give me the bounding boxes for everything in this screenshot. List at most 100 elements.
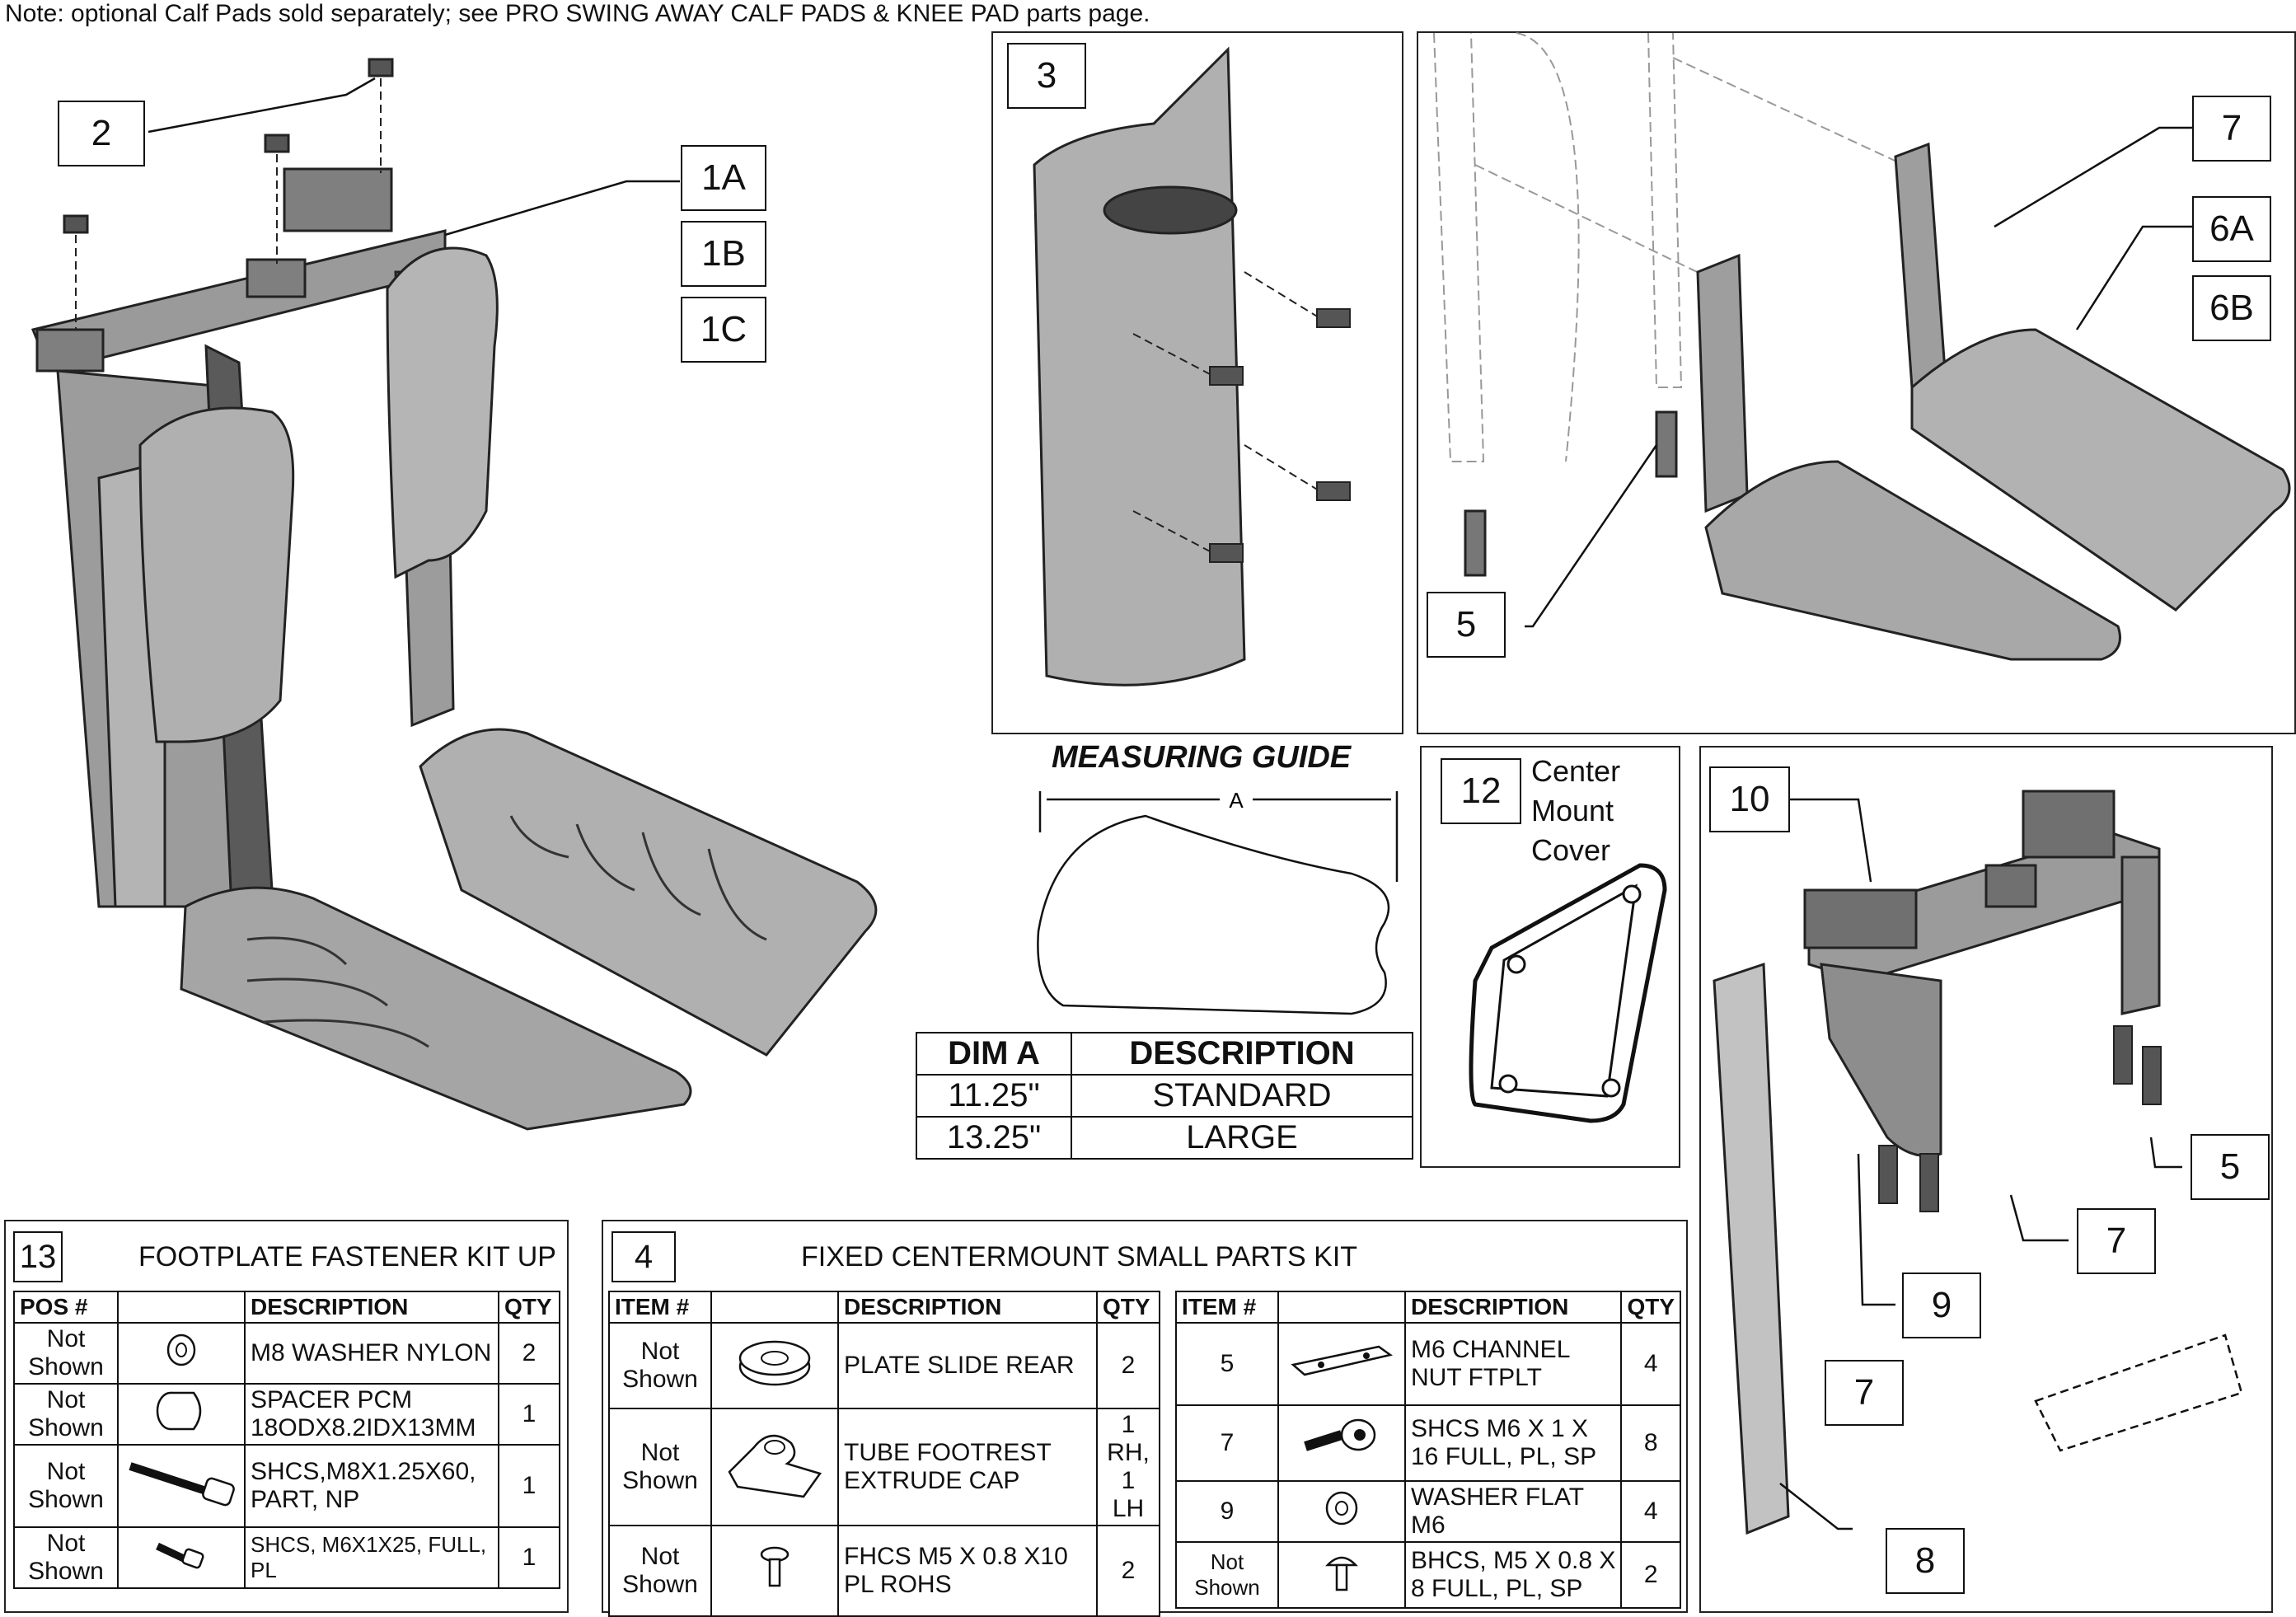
description-cell: WASHER FLAT M6 xyxy=(1403,1480,1623,1543)
qty-cell: 1 xyxy=(498,1444,560,1528)
plate-slide-icon xyxy=(738,1340,811,1386)
spacer-icon xyxy=(156,1391,202,1431)
description-cell: M8 WASHER NYLON xyxy=(244,1322,499,1385)
qty-cell: 2 xyxy=(498,1322,560,1385)
kit-4-right-table: ITEM # DESCRIPTION QTY 5 M6 CHANNEL NUT … xyxy=(1175,1291,1681,1609)
callout-3: 3 xyxy=(1007,43,1086,109)
callout-1b: 1B xyxy=(681,221,766,287)
qty-cell: 2 xyxy=(1096,1525,1160,1617)
description-cell: TUBE FOOTREST EXTRUDE CAP xyxy=(837,1408,1098,1526)
item-cell: Not Shown xyxy=(608,1408,712,1526)
table-row: Not Shown SHCS, M6X1X25, FULL, PL 1 xyxy=(13,1526,560,1589)
callout-1c: 1C xyxy=(681,297,766,363)
callout-12: 12 xyxy=(1441,758,1521,824)
description-header: DESCRIPTION xyxy=(1071,1032,1413,1076)
description-cell: SHCS M6 X 1 X 16 FULL, PL, SP xyxy=(1403,1404,1623,1482)
table-row: Not Shown SHCS,M8X1.25X60, PART, NP 1 xyxy=(13,1444,560,1528)
kit-4-left-table: ITEM # DESCRIPTION QTY Not Shown PLATE S… xyxy=(608,1291,1160,1617)
table-row: 7 SHCS M6 X 1 X 16 FULL, PL, SP 8 xyxy=(1175,1404,1681,1482)
description-cell: FHCS M5 X 0.8 X10 PL ROHS xyxy=(837,1525,1098,1617)
measuring-guide-table: DIM A DESCRIPTION 11.25" STANDARD 13.25"… xyxy=(916,1032,1413,1160)
kit-13-table: POS # DESCRIPTION QTY Not Shown M8 WASHE… xyxy=(13,1291,560,1589)
channel-nut-icon xyxy=(1291,1345,1393,1376)
pos-header: POS # xyxy=(13,1291,119,1324)
dim-description: STANDARD xyxy=(1071,1074,1413,1118)
qty-cell: 4 xyxy=(1620,1480,1681,1543)
flat-head-screw-icon xyxy=(760,1546,790,1587)
callout-6a: 6A xyxy=(2192,196,2271,262)
dim-value: 11.25" xyxy=(916,1074,1072,1118)
dim-value: 13.25" xyxy=(916,1116,1072,1160)
kit-13-title: FOOTPLATE FASTENER KIT UP xyxy=(138,1241,556,1273)
table-row: Not Shown TUBE FOOTREST EXTRUDE CAP 1 RH… xyxy=(608,1408,1160,1526)
qty-header: QTY xyxy=(1620,1291,1681,1324)
parts-note: Note: optional Calf Pads sold separately… xyxy=(5,0,1150,27)
callout-10: 10 xyxy=(1709,766,1790,832)
callout-2: 2 xyxy=(58,101,145,166)
description-header: DESCRIPTION xyxy=(244,1291,499,1324)
dim-a-label: A xyxy=(1229,788,1244,813)
icon-header xyxy=(1277,1291,1406,1324)
washer-icon xyxy=(166,1333,196,1366)
item-cell: Not Shown xyxy=(608,1322,712,1409)
callout-8: 8 xyxy=(1886,1528,1965,1594)
qty-cell: 8 xyxy=(1620,1404,1681,1482)
description-cell: BHCS, M5 X 0.8 X 8 FULL, PL, SP xyxy=(1403,1541,1623,1609)
item-cell: Not Shown xyxy=(1175,1541,1279,1609)
tube-cap-icon xyxy=(728,1435,822,1498)
dim-a-header: DIM A xyxy=(916,1032,1072,1076)
measuring-guide-title: MEASURING GUIDE xyxy=(1052,740,1352,775)
table-row: 9 WASHER FLAT M6 4 xyxy=(1175,1480,1681,1543)
qty-cell: 1 xyxy=(498,1383,560,1446)
icon-header xyxy=(710,1291,839,1324)
center-mount-cover-line2: Mount xyxy=(1531,794,1614,827)
callout-5-right: 5 xyxy=(2191,1134,2270,1200)
socket-screw-icon xyxy=(1304,1418,1376,1451)
callout-1a: 1A xyxy=(681,145,766,211)
pos-cell: Not Shown xyxy=(13,1444,119,1528)
item-header: ITEM # xyxy=(1175,1291,1279,1324)
table-row: Not Shown BHCS, M5 X 0.8 X 8 FULL, PL, S… xyxy=(1175,1541,1681,1609)
description-cell: SHCS, M6X1X25, FULL, PL xyxy=(244,1526,499,1589)
callout-7-top: 7 xyxy=(2192,96,2271,162)
qty-cell: 1 xyxy=(498,1526,560,1589)
center-mount-cover-line3: Cover xyxy=(1531,833,1611,867)
description-cell: PLATE SLIDE REAR xyxy=(837,1322,1098,1409)
pos-cell: Not Shown xyxy=(13,1383,119,1446)
table-row: Not Shown PLATE SLIDE REAR 2 xyxy=(608,1322,1160,1409)
kit-13-number: 13 xyxy=(13,1231,63,1282)
qty-header: QTY xyxy=(1096,1291,1160,1324)
dim-description: LARGE xyxy=(1071,1116,1413,1160)
callout-7-bottom: 7 xyxy=(1825,1360,1904,1426)
table-row: Not Shown SPACER PCM 18ODX8.2IDX13MM 1 xyxy=(13,1383,560,1446)
table-row: Not Shown M8 WASHER NYLON 2 xyxy=(13,1322,560,1385)
item-cell: Not Shown xyxy=(608,1525,712,1617)
item-cell: 7 xyxy=(1175,1404,1279,1482)
qty-cell: 4 xyxy=(1620,1322,1681,1406)
kit-4-title: FIXED CENTERMOUNT SMALL PARTS KIT xyxy=(801,1241,1358,1273)
item-cell: 9 xyxy=(1175,1480,1279,1543)
qty-cell: 1 RH, 1 LH xyxy=(1096,1408,1160,1526)
icon-header xyxy=(117,1291,246,1324)
callout-6b: 6B xyxy=(2192,275,2271,341)
flat-washer-icon xyxy=(1325,1491,1358,1526)
description-cell: SHCS,M8X1.25X60, PART, NP xyxy=(244,1444,499,1528)
center-mount-cover-line1: Center xyxy=(1531,754,1621,788)
kit-4-number: 4 xyxy=(611,1231,676,1282)
callout-5-top: 5 xyxy=(1427,592,1506,658)
center-mount-cover-label: Center Mount Cover xyxy=(1531,752,1620,870)
description-cell: SPACER PCM 18ODX8.2IDX13MM xyxy=(244,1383,499,1446)
description-header: DESCRIPTION xyxy=(1403,1291,1623,1324)
qty-header: QTY xyxy=(498,1291,560,1324)
pos-cell: Not Shown xyxy=(13,1322,119,1385)
item-cell: 5 xyxy=(1175,1322,1279,1406)
qty-cell: 2 xyxy=(1096,1322,1160,1409)
callout-9: 9 xyxy=(1902,1273,1981,1338)
table-row: 5 M6 CHANNEL NUT FTPLT 4 xyxy=(1175,1322,1681,1406)
